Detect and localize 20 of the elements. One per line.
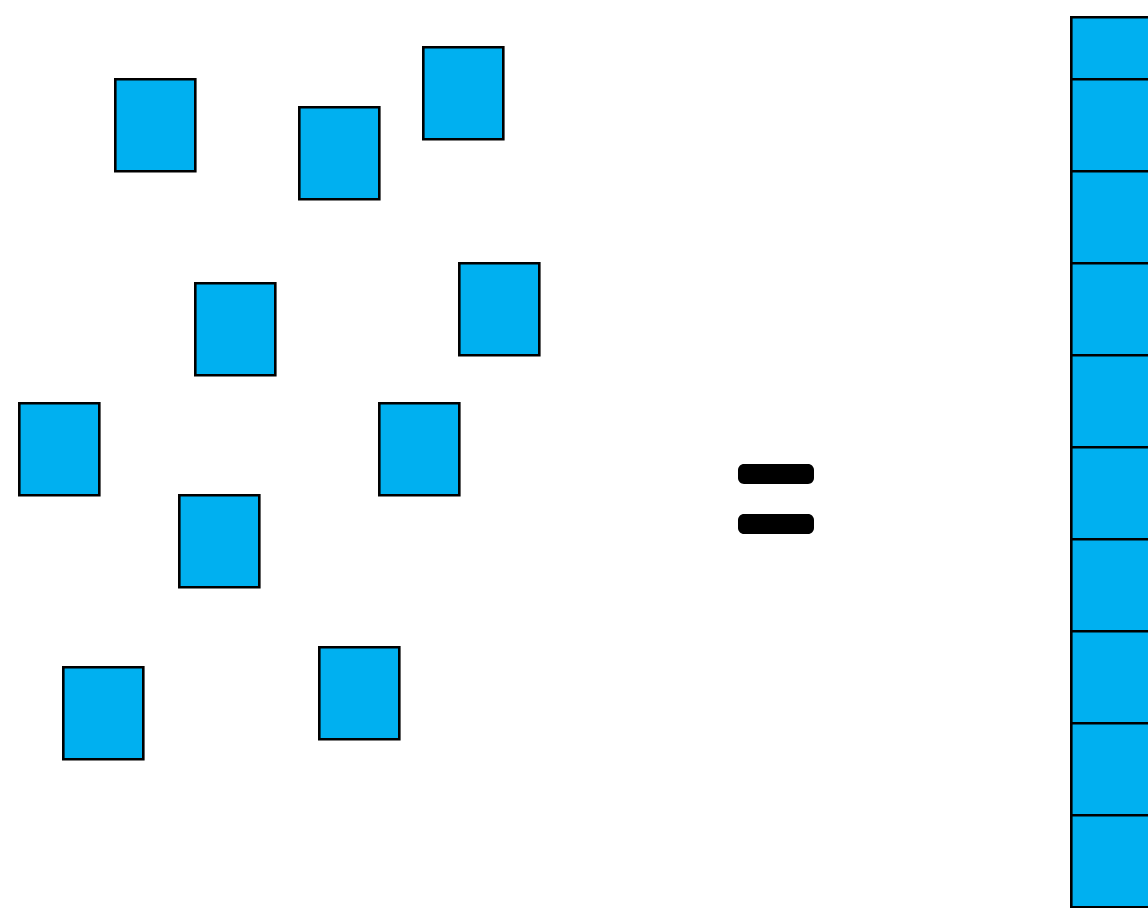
square-box [318,646,401,741]
square-box [18,402,101,497]
square-box [62,666,145,761]
square-box [1070,445,1148,541]
square-box [1070,262,1148,357]
square-box [1070,170,1148,265]
square-box [1070,78,1148,173]
square-box [178,493,261,589]
square-box [298,106,381,201]
square-box [378,402,461,497]
square-box [1070,16,1148,81]
square-box [422,46,505,141]
square-box [1070,722,1148,817]
square-box [1070,354,1148,449]
square-box [458,262,541,357]
square-box [1070,538,1148,633]
square-box [1070,814,1148,908]
square-box [1070,630,1148,725]
square-box [114,78,197,173]
square-box [194,282,277,377]
